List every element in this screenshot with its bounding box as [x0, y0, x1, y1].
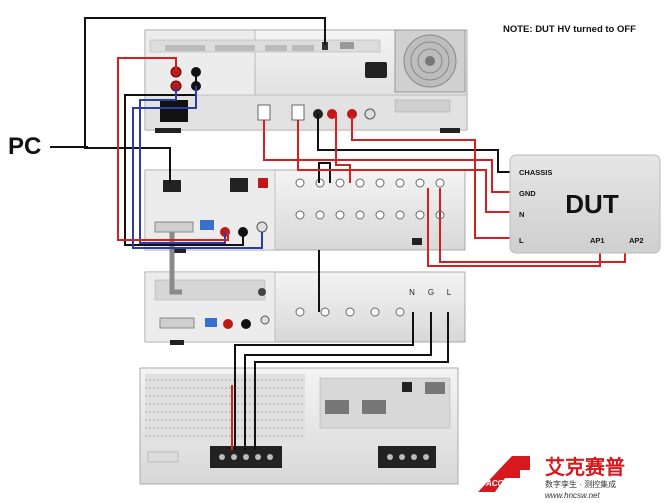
- grey-cable: [169, 232, 182, 295]
- company-logo: ACCEXP 艾克赛普 数字孪生 · 测控集成 www.hncsw.net: [478, 455, 625, 500]
- dut-terminal-gnd: GND: [519, 189, 536, 198]
- note-text: NOTE: DUT HV turned to OFF: [503, 24, 636, 35]
- logo-cn-name: 艾克赛普: [545, 455, 625, 479]
- logo-mark-icon: [478, 456, 530, 492]
- dut-terminal-l: L: [519, 236, 524, 245]
- red-wires: [117, 57, 626, 450]
- instrument-power-source: [139, 367, 459, 485]
- power-socket: [160, 100, 188, 122]
- output-sockets: [295, 178, 445, 220]
- dut-terminal-ap1: AP1: [590, 236, 605, 245]
- usb-port: [322, 42, 328, 50]
- instrument-scanner: [144, 271, 466, 345]
- logo-tagline: 数字孪生 · 测控集成: [545, 479, 616, 489]
- logo-url: www.hncsw.net: [545, 491, 600, 500]
- input-terminal-block: [378, 446, 436, 468]
- rs232-port: [163, 180, 181, 192]
- vent-grille: [145, 374, 305, 440]
- scanner-label-g: G: [428, 288, 434, 297]
- pc-label: PC: [8, 133, 41, 160]
- dut-terminal-ap2: AP2: [629, 236, 644, 245]
- scanner-label-n: N: [409, 288, 415, 297]
- power-inlet: [365, 62, 387, 78]
- instrument-middle: [144, 169, 466, 253]
- dut-terminal-chassis: CHASSIS: [519, 168, 552, 177]
- logo-brand: ACCEXP: [485, 479, 520, 488]
- scanner-label-l: L: [447, 288, 452, 297]
- dut-box: DUT CHASSIS GND N L AP1 AP2: [509, 154, 661, 254]
- dut-title: DUT: [565, 189, 619, 219]
- blue-wires: [132, 86, 263, 249]
- dut-terminal-n: N: [519, 210, 524, 219]
- instrument-top: [144, 29, 468, 133]
